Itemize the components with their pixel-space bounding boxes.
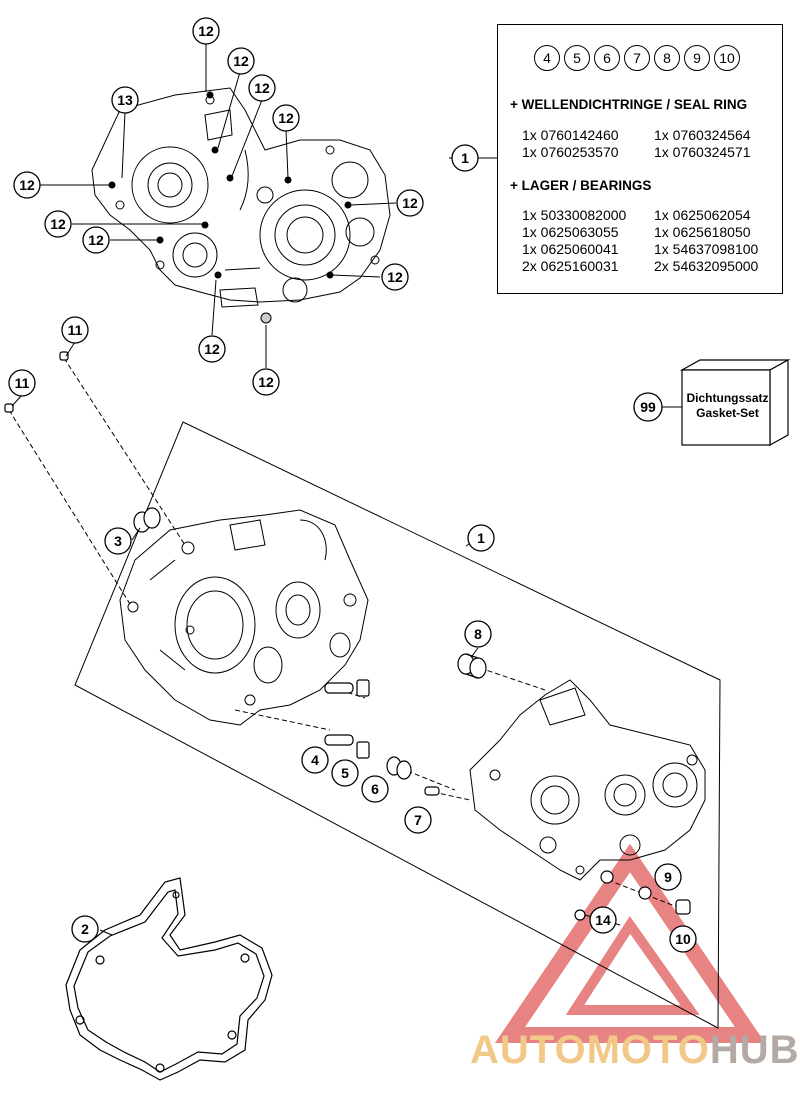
callout-5: 5 [341, 765, 349, 781]
callout-12: 12 [278, 110, 294, 126]
seal-ring-14 [574, 909, 586, 921]
callout-14: 14 [595, 912, 611, 928]
gasket [65, 877, 273, 1081]
part-number: 1x 0625062054 [654, 207, 751, 223]
pin-7 [424, 786, 440, 796]
gasket-set-line2: Gasket-Set [696, 406, 759, 420]
plug-10 [675, 899, 691, 915]
callout-6: 6 [371, 781, 379, 797]
ref-circle-7: 7 [624, 45, 650, 71]
watermark-part2: HUB [709, 1028, 800, 1072]
crankcase-left-half [119, 509, 369, 726]
reference-circles-row: 4 5 6 7 8 9 10 [534, 45, 740, 71]
callout-12: 12 [198, 23, 214, 39]
ref-circle-10: 10 [714, 45, 740, 71]
callout-12: 12 [233, 53, 249, 69]
ref-circle-9: 9 [684, 45, 710, 71]
part-number: 1x 0760142460 [522, 127, 619, 143]
callout-12: 12 [204, 341, 220, 357]
callout-9: 9 [664, 869, 672, 885]
callout-1: 1 [477, 530, 485, 546]
callout-12: 12 [402, 195, 418, 211]
part-number: 2x 54632095000 [654, 258, 759, 274]
part-number: 1x 0625060041 [522, 241, 619, 257]
callout-labels: 12 12 12 12 13 12 12 12 12 12 12 12 1 11… [15, 23, 691, 947]
callout-8: 8 [474, 626, 482, 642]
part-number: 1x 0760324571 [654, 144, 751, 160]
callout-1: 1 [461, 150, 469, 166]
ref-circle-5: 5 [564, 45, 590, 71]
seal-ring-parts: 1x 0760142460 1x 0760324564 1x 076025357… [522, 127, 786, 161]
part-number: 1x 50330082000 [522, 207, 627, 223]
leader-lines-exploded [11, 341, 479, 936]
callout-2: 2 [81, 921, 89, 937]
callout-circles [8, 17, 697, 953]
callout-4: 4 [311, 752, 319, 768]
gasket-set-label: Dichtungssatz Gasket-Set [680, 391, 775, 421]
part-number: 1x 0625618050 [654, 224, 751, 240]
callout-12: 12 [387, 269, 403, 285]
part-number: 1x 54637098100 [654, 241, 759, 257]
seal-ring-heading: + WELLENDICHTRINGE / SEAL RING [510, 97, 748, 112]
crankcase-top-view [91, 87, 391, 324]
dowel-pin-11a [59, 351, 69, 361]
callout-10: 10 [675, 931, 691, 947]
screw-5 [356, 741, 370, 759]
small-parts [4, 351, 691, 921]
watermark-part1: AUTOMOTO [470, 1028, 710, 1072]
part-number: 1x 0760324564 [654, 127, 751, 143]
part-number: 2x 0625160031 [522, 258, 619, 274]
bearing-heading: + LAGER / BEARINGS [510, 178, 652, 193]
watermark-triangle [494, 843, 766, 1043]
exploded-group-outline [74, 421, 721, 1029]
screw-4 [324, 734, 354, 746]
watermark-text: AUTOMOTOHUB [470, 1028, 800, 1073]
callout-99: 99 [640, 399, 656, 415]
ref-circle-6: 6 [594, 45, 620, 71]
callout-12: 12 [254, 80, 270, 96]
parts-info-box: 4 5 6 7 8 9 10 + WELLENDICHTRINGE / SEAL… [497, 24, 783, 294]
dowel-pin-11b [4, 403, 14, 413]
part-number: 1x 0625063055 [522, 224, 619, 240]
ref-circle-4: 4 [534, 45, 560, 71]
callout-12: 12 [88, 232, 104, 248]
callout-12: 12 [258, 374, 274, 390]
callout-7: 7 [414, 812, 422, 828]
leader-lines-top [40, 44, 497, 368]
screw-upper [324, 682, 354, 694]
bearing-parts: 1x 50330082000 1x 0625062054 1x 06250630… [522, 207, 786, 275]
callout-3: 3 [114, 533, 122, 549]
gasket-set-box [679, 358, 791, 447]
seal-ring-9b [638, 886, 652, 900]
callout-11: 11 [15, 375, 30, 391]
seal-ring-9a [600, 870, 614, 884]
callout-11: 11 [68, 322, 83, 338]
callout-12: 12 [50, 216, 66, 232]
part-number: 1x 0760253570 [522, 144, 619, 160]
ref-circle-8: 8 [654, 45, 680, 71]
callout-12: 12 [19, 177, 35, 193]
assembly-dashed-lines [8, 357, 686, 926]
callout-13: 13 [117, 92, 133, 108]
gasket-set-line1: Dichtungssatz [686, 391, 769, 405]
crankcase-right-half [469, 679, 706, 881]
